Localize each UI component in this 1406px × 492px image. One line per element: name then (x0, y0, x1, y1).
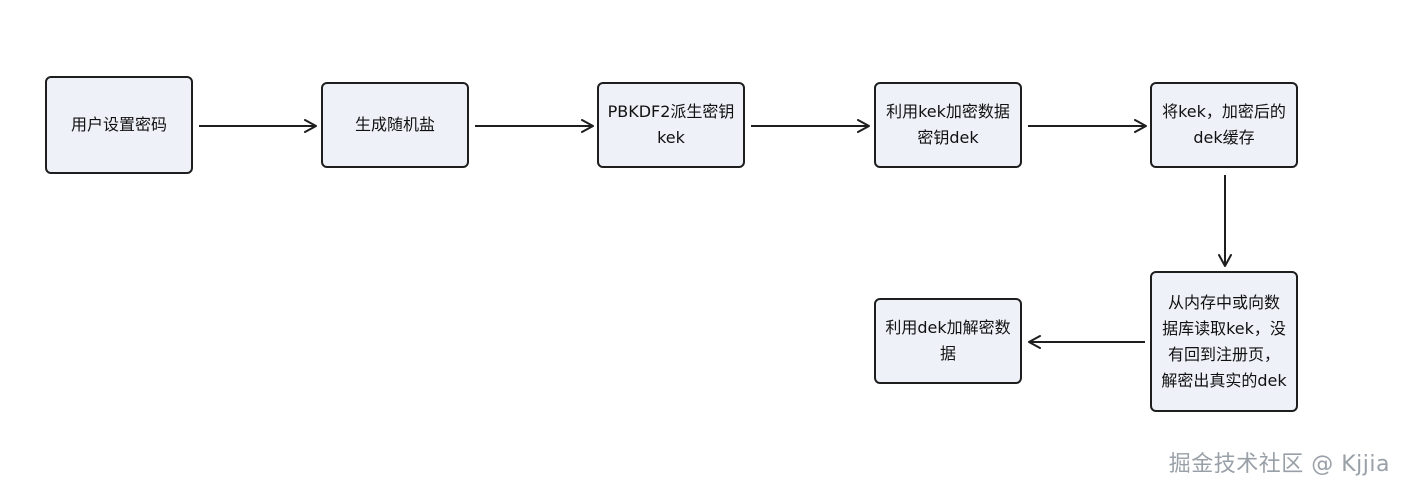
node-user-set-password: 用户设置密码 (45, 76, 193, 174)
node-dek-encrypt-decrypt-data: 利用dek加解密数 据 (874, 298, 1022, 384)
watermark-text: 掘金技术社区 @ Kjjia (1168, 452, 1390, 477)
node-generate-random-salt: 生成随机盐 (321, 82, 469, 168)
node-kek-encrypt-dek: 利用kek加密数据 密钥dek (874, 82, 1022, 168)
node-pbkdf2-derive-kek: PBKDF2派生密钥 kek (597, 82, 745, 168)
node-cache-kek-and-dek: 将kek，加密后的 dek缓存 (1150, 82, 1298, 168)
node-read-kek-decrypt-dek: 从内存中或向数 据库读取kek，没 有回到注册页， 解密出真实的dek (1150, 271, 1298, 412)
